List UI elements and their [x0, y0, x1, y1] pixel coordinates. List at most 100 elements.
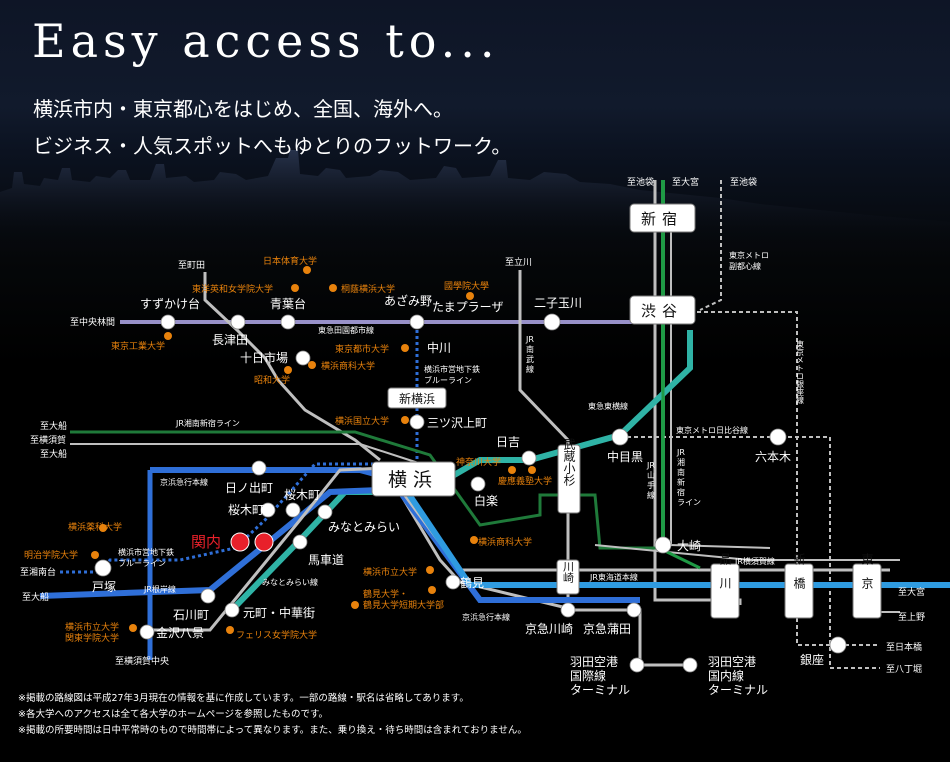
station-bashamichi: 馬車道	[308, 553, 344, 567]
station-azamino: あざみ野	[384, 293, 432, 308]
station-shinagawa: 品川	[718, 553, 732, 601]
univ-kanagawa: 神奈川大学	[456, 456, 501, 468]
univ-kanto-gakuin: 関東学院大学	[65, 632, 119, 644]
dest-machida: 至町田	[178, 260, 205, 271]
station-aobadai: 青葉台	[270, 296, 306, 311]
line-metro-fukutoshin	[699, 180, 722, 311]
dest-ofuna-3: 至大船	[22, 591, 49, 603]
dest-nihonbashi: 至日本橋	[886, 641, 922, 653]
station-motomachi: 元町・中華街	[243, 605, 315, 620]
univ-keio: 慶應義塾大学	[498, 475, 552, 487]
univ-shodai-2: 横浜商科大学	[478, 536, 532, 548]
station-tsurumi: 鶴見	[460, 575, 484, 590]
dest-shonandai: 至湘南台	[20, 566, 56, 578]
dest-yokosuka: 至横須賀	[30, 434, 66, 446]
heading: Easy access to...	[32, 14, 500, 68]
dest-hatchobori: 至八丁堀	[886, 664, 922, 675]
univ-kokugakuin: 國學院大學	[444, 280, 489, 292]
line-label-minatomirai: みなとみらい線	[262, 577, 318, 587]
station-musashi-kosugi: 武蔵小杉	[562, 438, 576, 487]
line-label-tokaido: JR東海道本線	[589, 572, 638, 582]
station-ishikawacho: 石川町	[173, 608, 209, 622]
station-hakuraku: 白楽	[474, 493, 498, 508]
univ-nittai: 日本体育大学	[263, 255, 317, 267]
univ-yakka: 横浜薬科大学	[68, 521, 122, 533]
univ-showa: 昭和大学	[254, 374, 290, 386]
dest-ofuna-1: 至大船	[40, 420, 67, 432]
dest-omiya-1: 至大宮	[672, 176, 699, 188]
dest-ikebukuro-2: 至池袋	[730, 176, 757, 188]
dest-yokosuka-chuo: 至横須賀中央	[115, 655, 169, 667]
station-shimbashi: 新橋	[792, 552, 806, 601]
station-tokaichiba: 十日市場	[240, 350, 288, 365]
univ-shiritsu: 横浜市立大学	[363, 566, 417, 578]
station-yokohama: 横浜	[388, 469, 438, 491]
station-sakuragicho-s: 桜木町	[228, 503, 264, 517]
station-tamaplaza: たまプラーザ	[432, 300, 503, 314]
station-kawasaki: 川崎	[562, 561, 575, 583]
station-box-shinagawa: 品川	[710, 553, 740, 619]
line-label-blue-line-2: 横浜市営地下鉄ブルーライン	[118, 547, 174, 568]
station-osaki: 大崎	[677, 539, 701, 553]
univ-tsurumi: 鶴見大学・鶴見大学短期大学部	[363, 588, 444, 611]
station-totsuka: 戸塚	[92, 580, 116, 594]
station-haneda-dom: 羽田空港国内線ターミナル	[708, 655, 768, 697]
subheading-line-1: 横浜市内・東京都心をはじめ、全国、海外へ。	[33, 97, 453, 121]
station-box-shibuya: 渋谷	[629, 295, 696, 325]
station-box-shinjuku: 新宿	[629, 203, 696, 233]
line-metro-hibiya	[620, 436, 880, 669]
line-label-toyoko: 東急東横線	[588, 401, 628, 411]
kannai-marker-1	[230, 532, 250, 552]
station-hiyoshi: 日吉	[496, 435, 520, 449]
station-nagatsuta: 長津田	[212, 333, 248, 347]
line-label-shonan-shinjuku: JR湘南新宿ライン	[175, 418, 240, 428]
dest-tachikawa: 至立川	[505, 256, 532, 268]
station-keikyu-kamata: 京急蒲田	[583, 621, 631, 636]
subheading-line-2: ビジネス・人気スポットへもゆとりのフットワーク。	[33, 134, 512, 158]
line-yokohama-line	[203, 272, 381, 462]
station-box-shimbashi: 新橋	[784, 552, 814, 619]
station-box-yokohama: 横浜	[371, 461, 456, 497]
univ-kokuritsu: 横浜国立大学	[335, 415, 389, 427]
line-label-fukutoshin: 東京メトロ副都心線	[729, 250, 769, 271]
station-mitsuzawa-kamicho: 三ツ沢上町	[427, 416, 487, 430]
univ-tokodai: 東京工業大学	[111, 340, 165, 352]
line-label-blue-line: 横浜市営地下鉄ブルーライン	[424, 364, 480, 385]
city-skyline-silhouette	[0, 150, 950, 250]
station-keikyu-kawasaki: 京急川崎	[525, 621, 573, 636]
univ-ferris: フェリス女学院大学	[236, 629, 317, 641]
line-keikyu-main	[392, 483, 640, 603]
line-nambu	[518, 270, 570, 610]
station-sakuragicho: 桜木町	[284, 488, 320, 502]
station-box-musashi-kosugi: 武蔵小杉	[557, 438, 581, 514]
univ-toshi: 東京都市大学	[335, 343, 389, 355]
footnote-1: ※掲載の路線図は平成27年3月現在の情報を基に作成しています。一部の路線・駅名は…	[18, 693, 469, 704]
station-ginza: 銀座	[800, 652, 824, 667]
line-label-metro-ginza: 東京メトロ銀座線	[796, 339, 805, 404]
univ-toyo-eiwa: 東洋英和女学院大学	[192, 283, 273, 295]
dest-omiya-2: 至大宮	[898, 586, 925, 598]
station-box-shin-yokohama: 新横浜	[387, 387, 447, 409]
univ-toin: 桐蔭横浜大学	[341, 283, 395, 295]
station-nakagawa: 中川	[427, 340, 451, 355]
station-roppongi: 六本木	[755, 450, 791, 464]
station-haneda-intl: 羽田空港国際線ターミナル	[570, 655, 630, 697]
station-tokyo: 東京	[860, 553, 874, 601]
footnote-2: ※各大学へのアクセスは全て各大学のホームページを参照したものです。	[18, 709, 329, 720]
line-tokaido	[393, 481, 890, 572]
line-label-negishi: JR根岸線	[143, 584, 176, 594]
station-box-kawasaki: 川崎	[556, 559, 580, 595]
dest-ueno: 至上野	[898, 612, 925, 623]
univ-shodai: 横浜商科大学	[321, 360, 375, 372]
kannai-marker-2	[254, 532, 274, 552]
station-futakotamagawa: 二子玉川	[534, 296, 582, 310]
station-shin-yokohama: 新横浜	[399, 391, 435, 406]
station-shinjuku: 新宿	[641, 210, 683, 228]
line-label-keikyu-main-1: 京浜急行本線	[160, 477, 208, 487]
univ-meiji-gakuin: 明治学院大学	[24, 549, 78, 561]
